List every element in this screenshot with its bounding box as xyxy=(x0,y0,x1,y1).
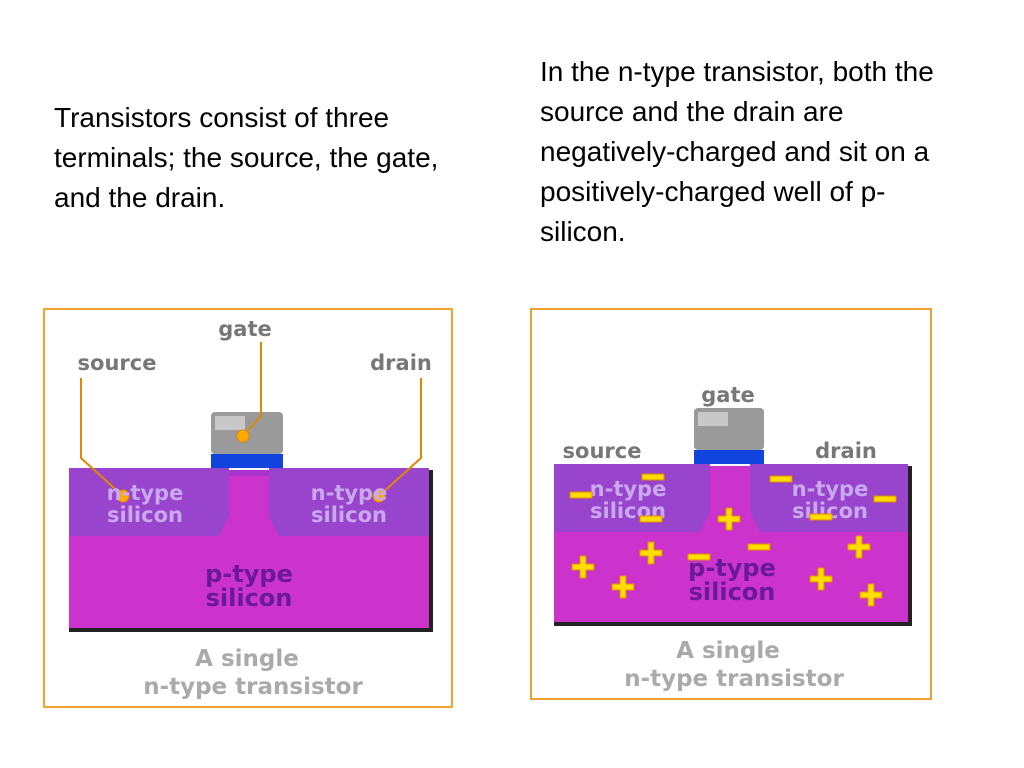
n-type-source-region xyxy=(554,464,710,532)
gate-leader-line xyxy=(242,342,262,437)
gate-label: gate xyxy=(701,383,754,407)
n-drain-label-line2: silicon xyxy=(311,503,387,527)
positive-charge xyxy=(809,567,833,591)
surface-band xyxy=(69,470,429,476)
negative-charge xyxy=(769,475,793,483)
diagram-caption-line1: A single xyxy=(195,646,299,672)
negative-charge xyxy=(641,473,665,481)
diagram-caption-line2: n-type transistor xyxy=(143,674,363,700)
gate-oxide xyxy=(211,454,283,468)
body-shadow-bottom xyxy=(554,622,908,626)
p-type-label-line1: p-type xyxy=(205,560,293,588)
negative-charge xyxy=(873,495,897,503)
drain-contact-dot xyxy=(372,489,386,503)
gate-oxide xyxy=(694,450,764,464)
negative-charge xyxy=(747,543,771,551)
p-type-label-line2: silicon xyxy=(206,584,293,612)
right-diagram-svg: gate source drain n-type silicon n-type … xyxy=(554,383,912,692)
negative-charge xyxy=(687,553,711,561)
diagram-caption-line1: A single xyxy=(676,638,780,664)
n-drain-label-line1: n-type xyxy=(792,477,869,501)
drain-label: drain xyxy=(370,351,432,375)
n-drain-label-line1: n-type xyxy=(311,481,388,505)
positive-charge xyxy=(717,507,741,531)
left-diagram-svg: gate source drain n-type silicon n-type … xyxy=(69,317,433,700)
body-shadow-bottom xyxy=(69,628,429,632)
source-label: source xyxy=(563,439,642,463)
negative-charge xyxy=(809,513,833,521)
left-transistor-diagram: gate source drain n-type silicon n-type … xyxy=(43,308,453,708)
left-caption: Transistors consist of three terminals; … xyxy=(54,102,439,213)
positive-charge xyxy=(571,555,595,579)
negative-charge xyxy=(639,515,663,523)
n-type-drain-region xyxy=(269,468,429,536)
gate-label: gate xyxy=(218,317,271,341)
positive-charge xyxy=(847,535,871,559)
positive-charge xyxy=(859,583,883,607)
n-source-label-line1: n-type xyxy=(590,477,667,501)
n-type-source-region xyxy=(69,468,229,536)
n-source-label-line2: silicon xyxy=(107,503,183,527)
negative-charge xyxy=(569,491,593,499)
gate-highlight xyxy=(698,412,728,426)
source-contact-dot xyxy=(116,489,130,503)
p-type-label-line2: silicon xyxy=(689,578,776,606)
positive-charge xyxy=(611,575,635,599)
body-shadow-right xyxy=(429,470,433,632)
right-caption: In the n-type transistor, both the sourc… xyxy=(540,56,934,247)
diagram-caption-line2: n-type transistor xyxy=(624,666,844,692)
source-leader-line xyxy=(80,378,124,497)
positive-charge xyxy=(639,541,663,565)
drain-leader-line xyxy=(378,378,422,497)
drain-label: drain xyxy=(815,439,877,463)
body-shadow-right xyxy=(908,466,912,626)
source-label: source xyxy=(78,351,157,375)
n-source-label-line1: n-type xyxy=(107,481,184,505)
right-transistor-diagram: gate source drain n-type silicon n-type … xyxy=(530,308,932,700)
gate-highlight xyxy=(215,416,245,430)
gate-contact-dot xyxy=(236,429,250,443)
